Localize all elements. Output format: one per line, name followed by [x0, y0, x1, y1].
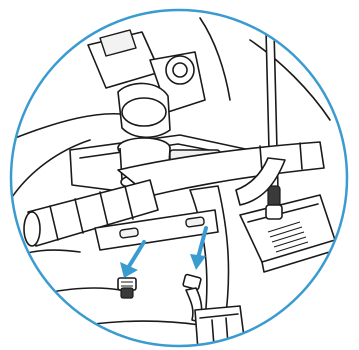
- slot-right: [186, 217, 205, 227]
- thumb-screw-left: [118, 278, 136, 298]
- arrow-down-left: [120, 242, 144, 278]
- side-compartment: [240, 195, 336, 272]
- antenna: [266, 30, 282, 219]
- slot-left: [120, 228, 139, 238]
